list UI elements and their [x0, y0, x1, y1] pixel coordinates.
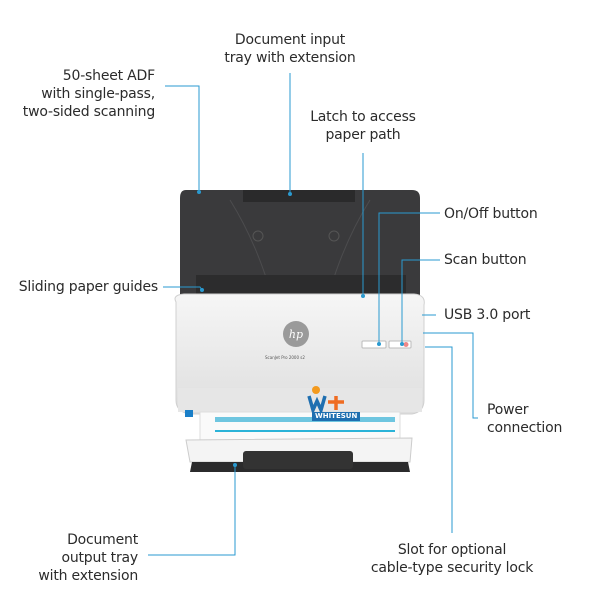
callout-line: tray with extension — [224, 50, 356, 66]
watermark-sun-icon — [312, 386, 320, 394]
watermark-w-shape — [307, 395, 327, 416]
input-tray-extension — [243, 190, 355, 202]
callout-onoff: On/Off button — [444, 205, 538, 223]
callout-line: Document — [67, 532, 138, 548]
callout-line: with extension — [38, 568, 138, 584]
callout-scan: Scan button — [444, 251, 527, 269]
callout-line: Power — [487, 402, 529, 418]
watermark: WHITESUN — [312, 412, 361, 421]
callout-adf: 50-sheet ADF with single-pass, two-sided… — [23, 67, 155, 121]
model-label: ScanJet Pro 2000 s2 — [265, 355, 305, 360]
onoff-button[interactable] — [361, 340, 387, 349]
callout-line: Sliding paper guides — [18, 279, 158, 295]
callout-usb: USB 3.0 port — [444, 306, 530, 324]
callout-line: output tray — [61, 550, 138, 566]
callout-line: USB 3.0 port — [444, 307, 531, 323]
callout-line: paper path — [325, 127, 401, 143]
callout-line: Slot for optional — [397, 542, 507, 558]
callout-line: connection — [487, 420, 563, 436]
callout-input-tray: Document input tray with extension — [210, 31, 370, 67]
callout-output-tray: Document output tray with extension — [38, 531, 138, 585]
hp-logo — [283, 321, 309, 347]
callout-line: cable-type security lock — [370, 560, 534, 576]
callout-line: Document input — [234, 32, 346, 48]
callout-line: two-sided scanning — [22, 104, 155, 120]
callout-guides: Sliding paper guides — [19, 278, 158, 296]
callout-line: Scan button — [444, 252, 527, 268]
callout-dots — [197, 190, 404, 467]
callout-latch: Latch to access paper path — [293, 108, 433, 144]
callout-line: On/Off button — [444, 206, 538, 222]
callout-power: Power connection — [487, 401, 562, 437]
callout-lock: Slot for optional cable-type security lo… — [360, 541, 544, 577]
leader-lines — [148, 73, 478, 556]
callout-line: 50-sheet ADF — [62, 68, 155, 84]
paper-guides — [196, 275, 406, 295]
callout-line: Latch to access — [310, 109, 416, 125]
output-paper — [199, 411, 401, 443]
callout-line: with single-pass, — [41, 86, 155, 102]
watermark-plus-shape — [328, 396, 344, 410]
hp-logo-text: hp — [289, 328, 303, 341]
